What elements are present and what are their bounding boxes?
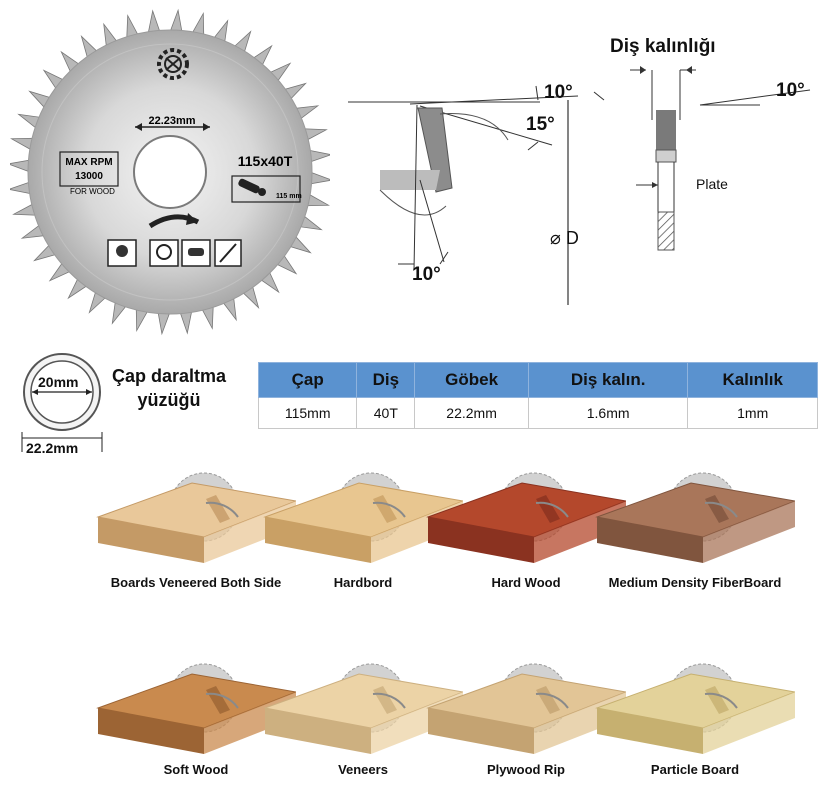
blade-spec-label: 115x40T	[238, 153, 293, 169]
blade-tooth	[157, 311, 171, 336]
wood-top-face	[263, 673, 463, 729]
material-tile: Hardbord	[263, 455, 463, 605]
hook-angle-label: 15°	[526, 114, 555, 135]
blade-tooth	[6, 159, 31, 173]
wood-top-face	[595, 482, 795, 538]
plate-label: Plate	[696, 176, 728, 192]
spec-header-cell: Çap	[257, 362, 358, 398]
material-label: Medium Density FiberBoard	[608, 575, 782, 590]
spec-value-cell: 22.2mm	[414, 397, 529, 429]
spec-value-cell: 1.6mm	[527, 397, 689, 429]
wood-front-face	[597, 708, 703, 754]
material-tile: Medium Density FiberBoard	[595, 455, 795, 605]
spec-table: Çap Diş Göbek Diş kalın. Kalınlık 115mm …	[257, 362, 818, 429]
spec-value-cell: 40T	[356, 397, 416, 429]
cutting-blade-edge	[372, 501, 406, 518]
usage-label: FOR WOOD	[70, 187, 115, 196]
tooth-thickness-title: Diş kalınlığı	[610, 36, 716, 57]
reducer-ring-title-line1: Çap daraltma	[111, 366, 227, 386]
blade-tooth	[309, 171, 334, 185]
wood-front-face	[98, 517, 204, 563]
wood-top-face	[96, 673, 296, 729]
wood-side-face	[703, 501, 795, 563]
angle-bottom-label: 10°	[412, 264, 441, 285]
spec-header-cell: Kalınlık	[687, 362, 818, 398]
reducer-ring-title: Çap daraltma yüzüğü	[104, 364, 234, 412]
cutting-blade-edge	[205, 501, 239, 518]
max-rpm-label: MAX RPM	[65, 157, 112, 168]
spec-value-cell: 1mm	[687, 397, 818, 429]
wood-front-face	[265, 708, 371, 754]
cutting-blade-edge	[535, 692, 569, 709]
material-label: Boards Veneered Both Side	[110, 575, 282, 590]
material-tile: Soft Wood	[96, 646, 296, 796]
material-label: Particle Board	[650, 762, 740, 777]
ring-inner-diameter: 20mm	[38, 374, 79, 390]
ear-protection-icon	[156, 244, 172, 260]
wood-front-face	[265, 517, 371, 563]
gloves-icon	[188, 248, 204, 256]
wood-top-face	[96, 482, 296, 538]
spec-value-cell: 115mm	[257, 397, 358, 429]
angle-top-right-label: 10°	[776, 80, 805, 101]
material-label: Hardbord	[333, 575, 393, 590]
wood-top-face	[426, 673, 626, 729]
gear-logo-icon	[157, 48, 189, 80]
cutting-blade-edge	[535, 501, 569, 518]
wood-front-face	[597, 517, 703, 563]
saw-blade-image: 22.23mm MAX RPM 13000 FOR WOOD 115x40T 1…	[6, 0, 334, 345]
cutting-blade-edge	[704, 501, 738, 518]
cutting-blade-edge	[205, 692, 239, 709]
cutting-blade-edge	[704, 692, 738, 709]
safety-icons	[107, 239, 242, 267]
rpm-value: 13000	[75, 171, 103, 182]
spec-table-header-row: Çap Diş Göbek Diş kalın. Kalınlık	[257, 362, 818, 398]
material-label: Veneers	[338, 762, 388, 777]
tool-size-label: 115 mm	[276, 193, 302, 200]
manual-icon	[219, 243, 237, 263]
spec-header-cell: Diş kalın.	[527, 362, 689, 398]
material-label: Hard Wood	[491, 575, 561, 590]
spec-header-cell: Göbek	[414, 362, 529, 398]
wood-top-face	[426, 482, 626, 538]
material-tile: Particle Board	[595, 646, 795, 796]
blade-tooth	[169, 8, 183, 33]
cutting-blade-edge	[372, 692, 406, 709]
arbor-hole	[133, 135, 207, 209]
bore-size-label: 22.23mm	[148, 115, 195, 127]
material-label: Soft Wood	[163, 762, 229, 777]
grinder-icon	[238, 178, 266, 196]
spec-table-row: 115mm 40T 22.2mm 1.6mm 1mm	[257, 397, 818, 429]
goggles-icon	[116, 245, 128, 257]
angle-top-left-label: 10°	[544, 82, 573, 103]
wood-top-face	[263, 482, 463, 538]
wood-front-face	[428, 708, 534, 754]
tooth-geometry-diagram: Diş kalınlığı 10° 10° 15° 10° ⌀ D Plate	[340, 30, 820, 320]
material-tile: Boards Veneered Both Side	[96, 455, 296, 605]
wood-front-face	[98, 708, 204, 754]
wood-front-face	[428, 517, 534, 563]
reducer-ring-diagram: 20mm 22.2mm	[18, 352, 108, 460]
wood-side-face	[703, 692, 795, 754]
ring-outer-diameter: 22.2mm	[26, 440, 79, 456]
wood-top-face	[595, 673, 795, 729]
reducer-ring-title-line2: yüzüğü	[137, 390, 201, 410]
diameter-label: ⌀ D	[550, 228, 579, 248]
material-label: Plywood Rip	[487, 762, 565, 777]
spec-header-cell: Diş	[356, 362, 416, 398]
